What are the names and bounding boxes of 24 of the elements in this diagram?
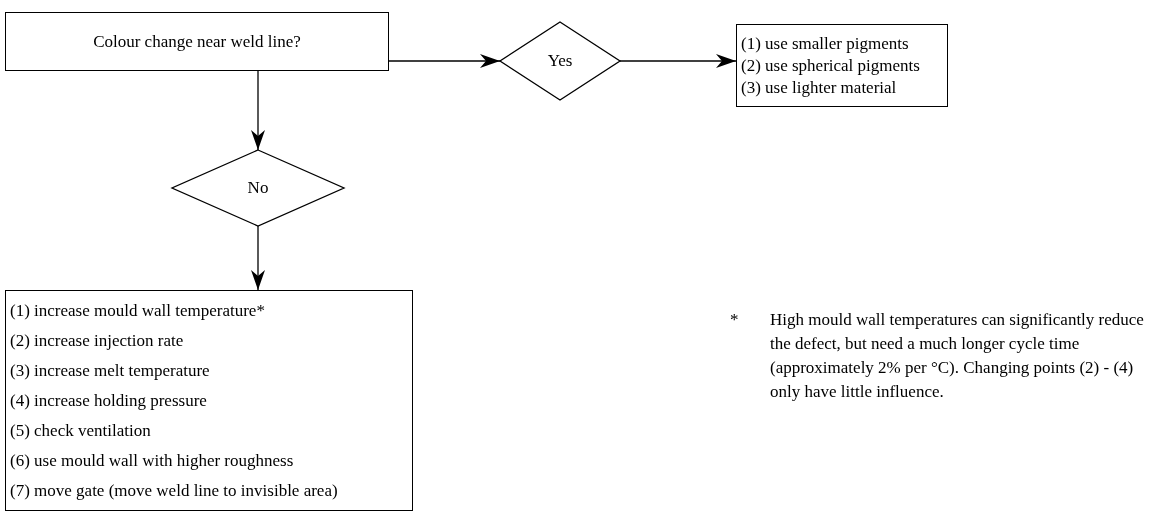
list-item: (6) use mould wall with higher roughness (10, 449, 294, 472)
list-item: (2) use spherical pigments (741, 54, 920, 77)
list-item: (2) increase injection rate (10, 329, 184, 352)
node-label: Colour change near weld line? (93, 30, 301, 53)
footnote-mark: * (730, 309, 740, 331)
question-box (5, 12, 389, 71)
list-item: (3) use lighter material (741, 76, 897, 99)
decision-diamond (500, 22, 620, 100)
arrow (251, 70, 265, 151)
list-item: (3) increase melt temperature (10, 359, 210, 382)
list-item: (5) check ventilation (10, 419, 151, 442)
list-item: (1) use smaller pigments (741, 32, 909, 55)
decision-diamond (172, 150, 344, 226)
node-label: Yes (547, 50, 573, 72)
arrow (619, 54, 737, 68)
arrow (251, 225, 265, 291)
result-box (736, 24, 948, 107)
footnote-text: High mould wall temperatures can significantly reduce the defect, but need a much longer cycle time (approximately 2% per °C). Changing points (2) - (4) only have little influence. (770, 309, 1145, 403)
list-item: (4) increase holding pressure (10, 389, 207, 412)
list-item: (1) increase mould wall temperature* (10, 299, 265, 322)
node-label: No (247, 177, 269, 199)
list-item: (7) move gate (move weld line to invisible area) (10, 479, 338, 502)
arrow (388, 54, 501, 68)
result-box (5, 290, 413, 511)
